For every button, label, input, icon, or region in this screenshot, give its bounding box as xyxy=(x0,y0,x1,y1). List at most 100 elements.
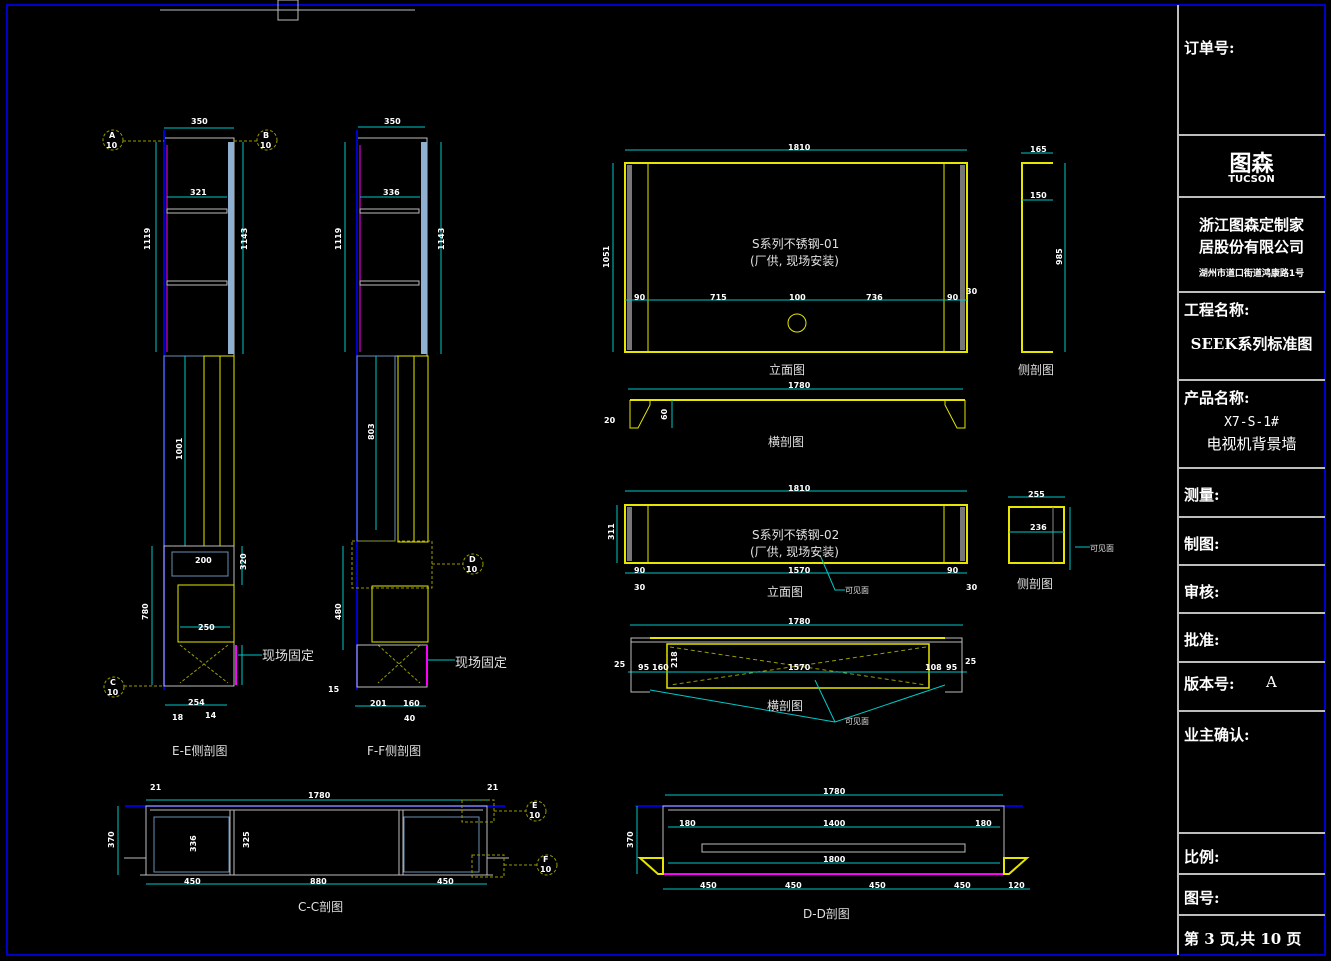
svg-text:90: 90 xyxy=(634,293,646,302)
svg-text:10: 10 xyxy=(466,565,478,574)
svg-text:10: 10 xyxy=(107,688,119,697)
svg-text:450: 450 xyxy=(437,877,454,886)
view-title-hsec2: 横剖图 xyxy=(767,699,804,713)
svg-text:108: 108 xyxy=(925,663,942,672)
svg-text:1143: 1143 xyxy=(437,228,446,250)
view-bb: 350 321 1119 1143 1001 780 200 320 250 2… xyxy=(141,117,262,722)
section-marker-e[interactable]: E 10 xyxy=(494,800,547,822)
svg-text:1143: 1143 xyxy=(240,228,249,250)
product-cell: 产品名称: X7-S-1# 电视机背景墙 xyxy=(1178,379,1325,467)
drawing-frame xyxy=(6,4,1326,956)
view-title-elev2: 立面图 xyxy=(767,585,804,599)
review-cell: 审核: xyxy=(1178,564,1325,612)
product-name: 电视机背景墙 xyxy=(1206,435,1297,453)
svg-text:450: 450 xyxy=(184,877,201,886)
svg-text:480: 480 xyxy=(334,603,343,620)
svg-text:350: 350 xyxy=(191,117,208,126)
section-marker-f[interactable]: F 10 xyxy=(504,854,558,876)
order-no-label: 订单号: xyxy=(1184,39,1235,57)
svg-text:254: 254 xyxy=(188,698,205,707)
view-title-side2: 侧剖图 xyxy=(1017,577,1054,591)
svg-text:985: 985 xyxy=(1055,248,1064,265)
product-code: X7-S-1# xyxy=(1224,415,1279,430)
drawing-cell: 制图: xyxy=(1178,516,1325,564)
svg-text:450: 450 xyxy=(700,881,717,890)
section-marker-c[interactable]: C 10 xyxy=(103,676,164,698)
brand-logo-en: TUCSON xyxy=(1228,174,1275,185)
svg-text:1001: 1001 xyxy=(175,437,184,460)
svg-text:20: 20 xyxy=(604,416,616,425)
section-marker-d[interactable]: D 10 xyxy=(432,553,484,575)
svg-text:10: 10 xyxy=(540,865,552,874)
svg-text:10: 10 xyxy=(106,141,118,150)
svg-text:218: 218 xyxy=(670,651,679,668)
version-label: 版本号: xyxy=(1184,675,1235,693)
svg-text:18: 18 xyxy=(172,713,184,722)
svg-text:60: 60 xyxy=(660,408,669,420)
svg-text:1780: 1780 xyxy=(788,617,811,626)
svg-text:D: D xyxy=(469,555,476,564)
hsec2-visible-face: 可见面 xyxy=(845,717,869,726)
svg-text:160: 160 xyxy=(652,663,669,672)
view-title-ff: F-F侧剖图 xyxy=(367,744,422,758)
svg-text:350: 350 xyxy=(384,117,401,126)
svg-text:14: 14 xyxy=(205,711,217,720)
section-marker-b[interactable]: B 10 xyxy=(234,129,278,151)
view-title-cc: C-C剖图 xyxy=(298,900,344,914)
view-side-section-01: 165 150 985 xyxy=(1021,145,1066,353)
svg-text:40: 40 xyxy=(404,714,416,723)
drawing-no-label: 图号: xyxy=(1184,889,1220,907)
svg-text:180: 180 xyxy=(679,819,696,828)
view-horizontal-section-02: 1780 95 160 1570 108 95 25 25 218 xyxy=(614,617,977,723)
svg-text:25: 25 xyxy=(965,657,977,666)
view-title-hsec1: 横剖图 xyxy=(768,435,805,449)
svg-text:150: 150 xyxy=(1030,191,1047,200)
svg-text:803: 803 xyxy=(367,423,376,440)
svg-text:1800: 1800 xyxy=(823,855,846,864)
company-name-line1: 浙江图森定制家 xyxy=(1198,216,1304,234)
svg-text:B: B xyxy=(263,131,269,140)
elev1-label-material: S系列不锈钢-01 xyxy=(752,237,840,251)
svg-text:1119: 1119 xyxy=(143,227,152,250)
svg-text:95: 95 xyxy=(638,663,650,672)
view-title-side1: 侧剖图 xyxy=(1018,363,1055,377)
svg-text:1780: 1780 xyxy=(823,787,846,796)
measure-cell: 测量: xyxy=(1178,467,1325,516)
view-title-dd: D-D剖图 xyxy=(803,907,850,921)
svg-text:180: 180 xyxy=(975,819,992,828)
svg-text:E: E xyxy=(532,801,537,810)
view-horizontal-section-01: 1780 60 20 xyxy=(604,381,966,429)
svg-text:450: 450 xyxy=(869,881,886,890)
svg-text:715: 715 xyxy=(710,293,727,302)
view-dd: 1780 370 1400 1800 180 180 450 450 450 4… xyxy=(626,787,1030,890)
svg-text:250: 250 xyxy=(198,623,215,632)
svg-text:25: 25 xyxy=(614,660,626,669)
svg-text:450: 450 xyxy=(954,881,971,890)
svg-text:A: A xyxy=(109,131,116,140)
svg-text:450: 450 xyxy=(785,881,802,890)
svg-text:325: 325 xyxy=(242,831,251,848)
svg-text:30: 30 xyxy=(966,287,978,296)
svg-text:370: 370 xyxy=(626,831,635,848)
svg-text:10: 10 xyxy=(529,811,541,820)
svg-text:336: 336 xyxy=(189,835,198,852)
view-cc: 1780 370 450 880 450 21 21 336 325 xyxy=(107,783,509,886)
svg-text:90: 90 xyxy=(634,566,646,575)
scale-label: 比例: xyxy=(1184,848,1220,866)
svg-text:120: 120 xyxy=(1008,881,1025,890)
svg-text:1780: 1780 xyxy=(308,791,331,800)
svg-text:1780: 1780 xyxy=(788,381,811,390)
note-ff-fixed: 现场固定 xyxy=(455,656,508,671)
svg-text:21: 21 xyxy=(150,783,162,792)
project-cell: 工程名称: SEEK系列标准图 xyxy=(1178,291,1325,379)
svg-text:1810: 1810 xyxy=(788,484,811,493)
approve-label: 批准: xyxy=(1184,631,1220,649)
section-marker-a[interactable]: A 10 xyxy=(102,129,164,151)
svg-text:236: 236 xyxy=(1030,523,1047,532)
owner-confirm-label: 业主确认: xyxy=(1184,726,1250,744)
svg-text:1119: 1119 xyxy=(334,227,343,250)
svg-text:30: 30 xyxy=(634,583,646,592)
owner-confirm-cell: 业主确认: xyxy=(1178,710,1325,832)
svg-text:95: 95 xyxy=(946,663,958,672)
